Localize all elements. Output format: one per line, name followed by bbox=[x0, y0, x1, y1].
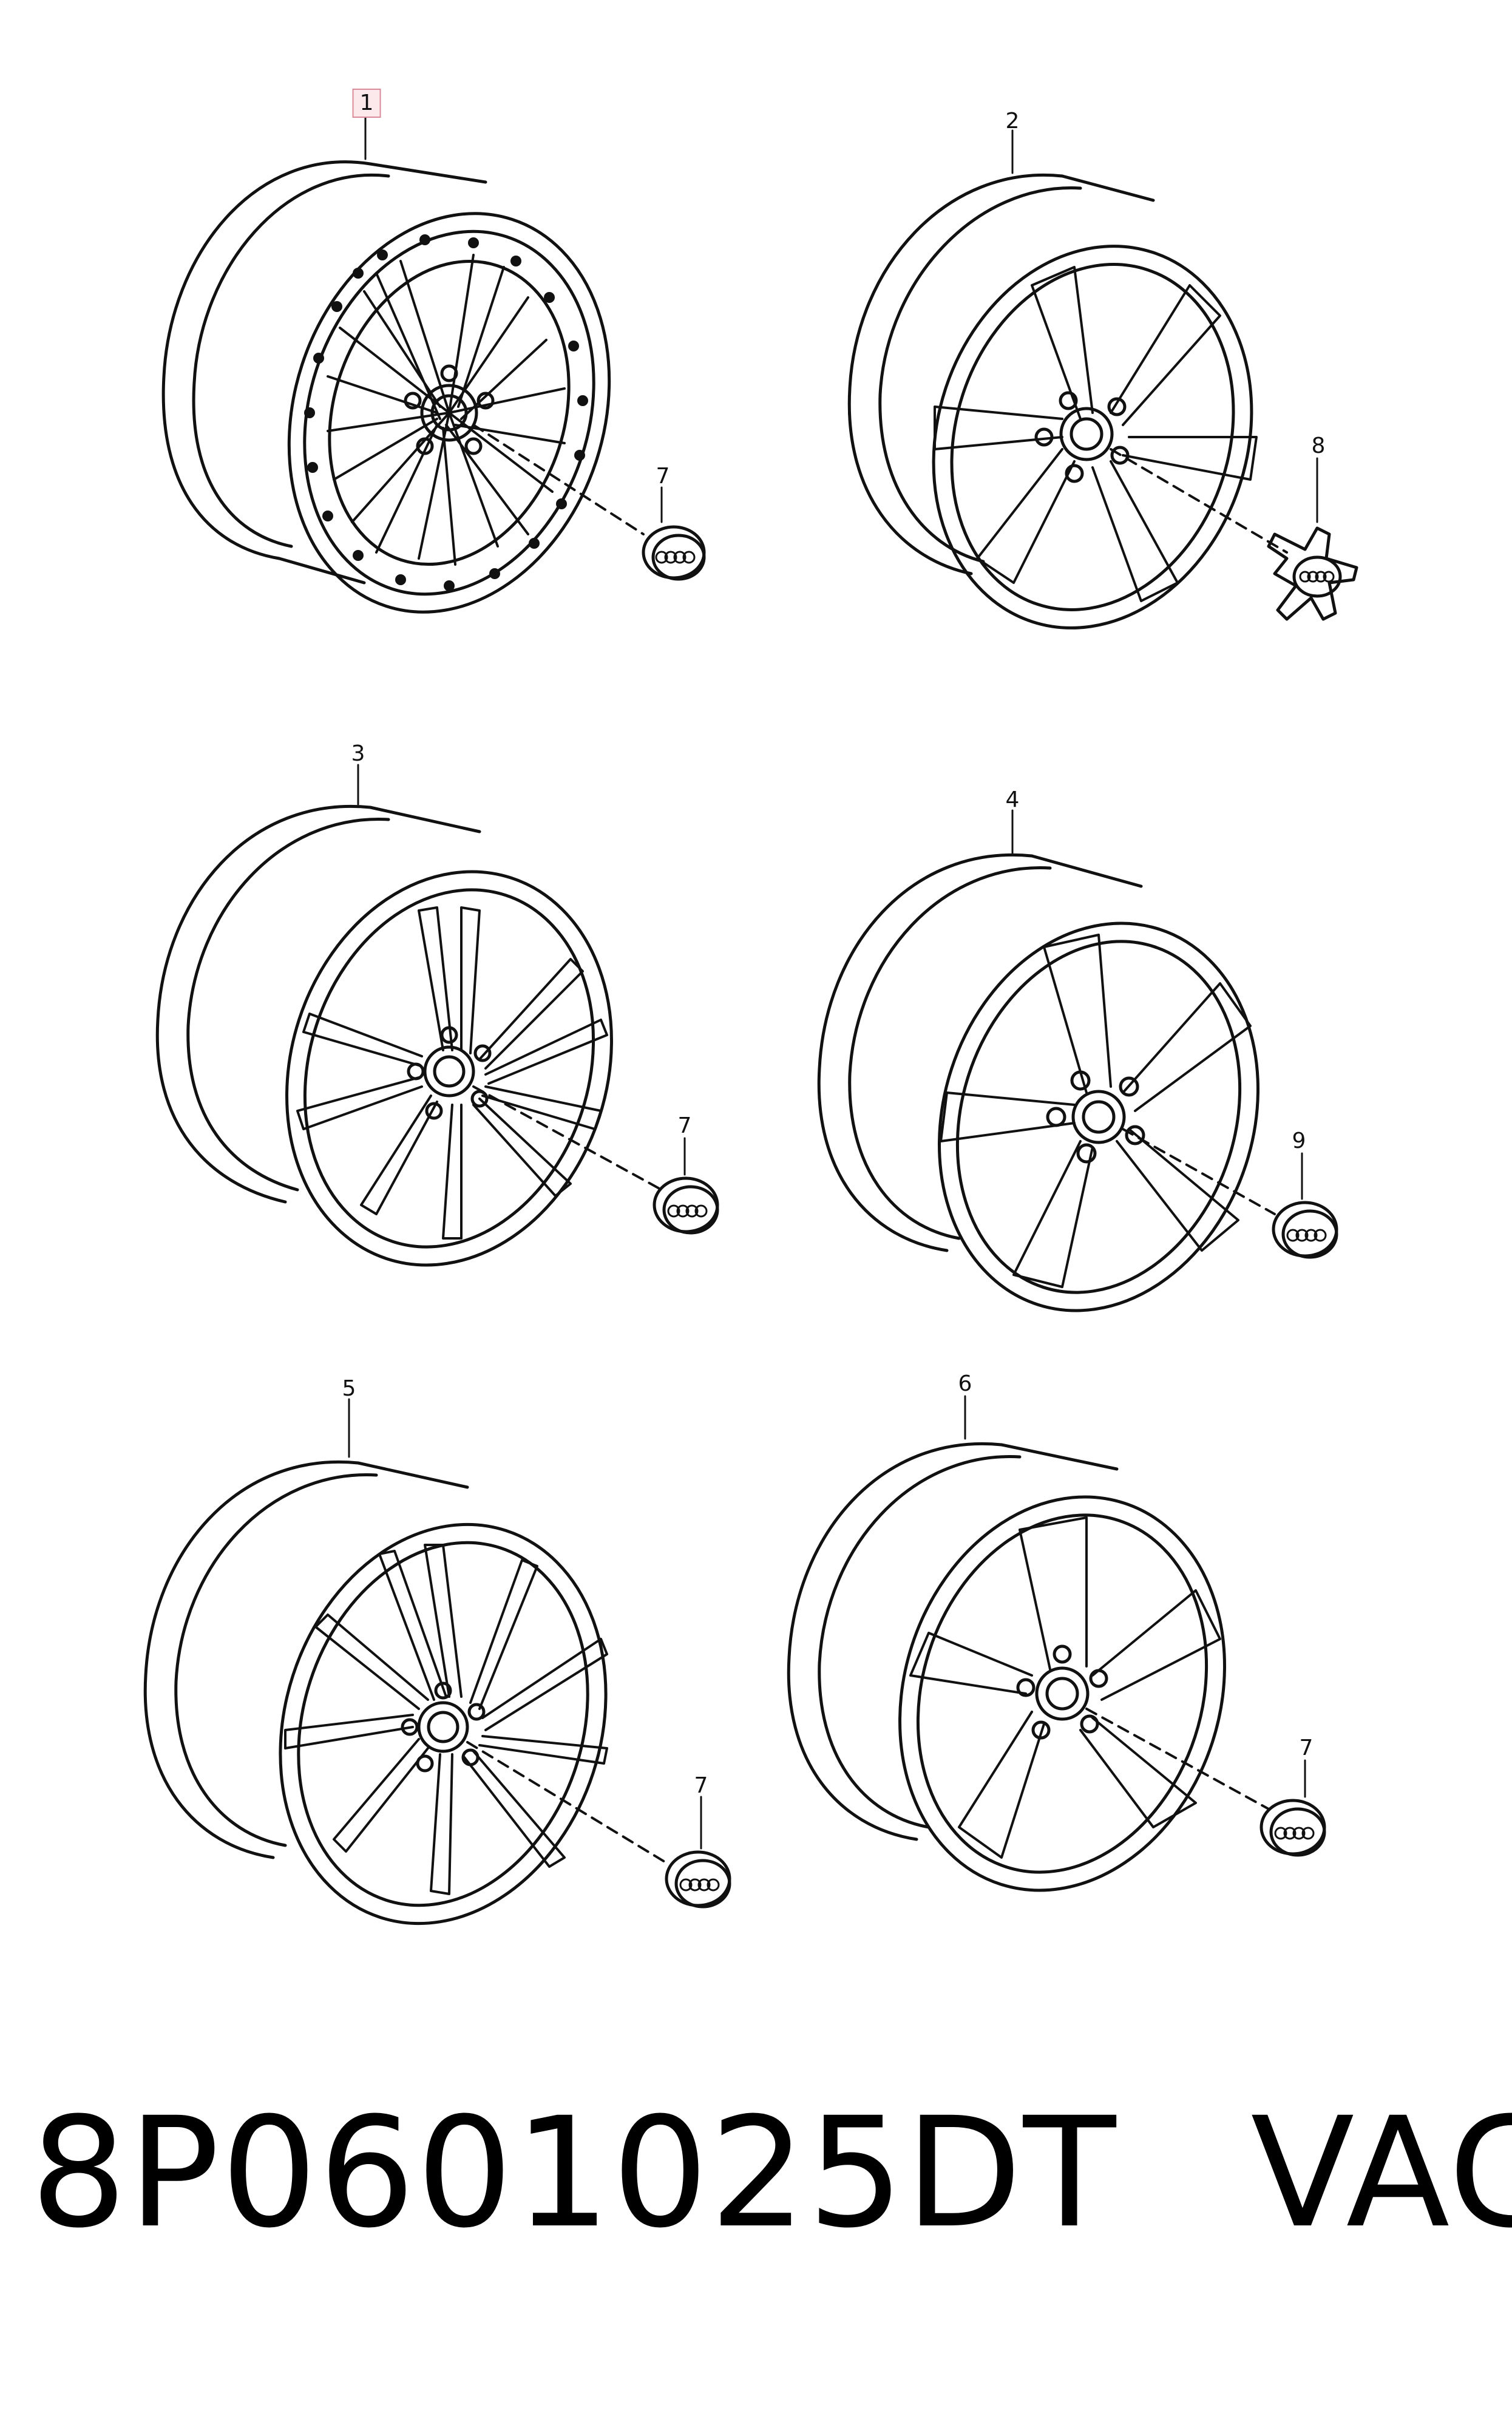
wheel-3-cap bbox=[653, 1137, 719, 1235]
part-number-footer: 8P0601025DT VAG bbox=[30, 2082, 1512, 2264]
wheel-5-cap bbox=[665, 1796, 731, 1909]
wheel-3-drawing bbox=[155, 764, 663, 1267]
callout-2[interactable]: 2 bbox=[1005, 109, 1020, 134]
wheel-4-drawing bbox=[817, 809, 1276, 1312]
callout-4[interactable]: 4 bbox=[1005, 787, 1020, 812]
callout-7-wheel-5[interactable]: 7 bbox=[694, 1773, 708, 1798]
callout-7-wheel-3[interactable]: 7 bbox=[677, 1113, 692, 1138]
brand-name: VAG bbox=[1250, 2085, 1512, 2261]
wheel-6-drawing bbox=[787, 1395, 1270, 1892]
wheel-2-drawing bbox=[847, 129, 1288, 629]
wheel-5-drawing bbox=[143, 1398, 669, 1926]
wheel-4-cap bbox=[1272, 1152, 1338, 1259]
wheel-2-star-cap bbox=[1267, 457, 1358, 621]
callout-8[interactable]: 8 bbox=[1311, 433, 1326, 458]
callout-3[interactable]: 3 bbox=[351, 741, 365, 766]
callout-7-wheel-6[interactable]: 7 bbox=[1299, 1736, 1314, 1760]
callout-1[interactable]: 1 bbox=[352, 89, 381, 118]
wheel-1-cap bbox=[642, 486, 706, 581]
callout-9[interactable]: 9 bbox=[1292, 1128, 1306, 1153]
wheel-6-cap bbox=[1259, 1759, 1326, 1857]
part-number: 8P0601025DT bbox=[30, 2085, 1117, 2261]
callout-5[interactable]: 5 bbox=[342, 1376, 356, 1401]
callout-7-wheel-1[interactable]: 7 bbox=[656, 464, 670, 489]
callout-6[interactable]: 6 bbox=[958, 1371, 972, 1396]
wheel-1-drawing bbox=[161, 114, 645, 614]
